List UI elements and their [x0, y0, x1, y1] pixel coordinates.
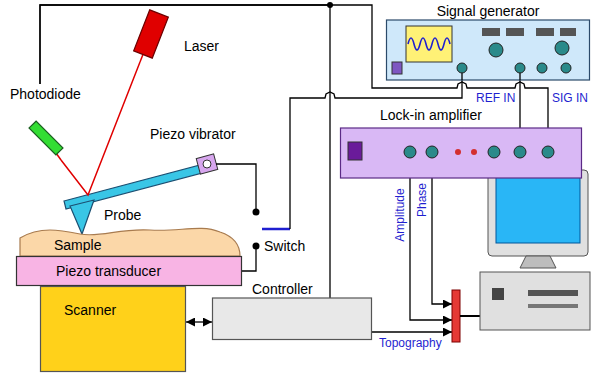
sine-wave [408, 38, 450, 50]
jack [488, 146, 500, 158]
monitor-stand [520, 256, 556, 268]
input-port-bar [452, 290, 460, 342]
power-button [392, 62, 402, 74]
knob [489, 43, 503, 57]
piezo-vibrator [196, 154, 218, 174]
amplitude-wire [410, 178, 452, 320]
switch-blade [262, 228, 290, 231]
instrument-case [341, 128, 582, 178]
jack [426, 146, 438, 158]
laser-label: Laser [184, 38, 219, 54]
switch-contact [253, 209, 260, 216]
monitor-screen [496, 177, 580, 243]
led [471, 149, 477, 155]
piezo-transducer: Piezo transducer [16, 256, 242, 286]
drive-slot [528, 304, 578, 308]
wire [186, 321, 212, 322]
jack [515, 63, 525, 73]
jack [537, 63, 547, 73]
button [482, 28, 500, 36]
part-label: Switch [264, 238, 305, 254]
probe-cantilever [64, 165, 202, 234]
port-label: REF IN [475, 91, 516, 105]
signal-generator-label: Signal generator [437, 3, 540, 19]
signal-label: Phase [415, 182, 429, 218]
jack [542, 146, 554, 158]
monitor [488, 170, 588, 256]
computer-icon [480, 170, 590, 330]
scanner-shape [40, 286, 186, 372]
photodiode-bar [29, 121, 63, 155]
input-lead [329, 280, 330, 298]
screen [406, 26, 452, 62]
vibrator-wire [216, 164, 256, 212]
sample: Sample [20, 220, 240, 256]
button [506, 28, 524, 36]
transducer-bar [17, 257, 242, 286]
jack [404, 146, 416, 158]
topography-wire [372, 331, 452, 332]
part-label: Piezo vibrator [150, 126, 236, 142]
sample-shape [20, 220, 240, 256]
lock-in-amplifier-label: Lock-in amplifier [380, 107, 482, 123]
sample-label: Sample [54, 237, 101, 253]
power-button [492, 288, 504, 300]
scanner-label: Scanner [64, 302, 116, 318]
led [455, 149, 461, 155]
laser: Laser [128, 8, 228, 62]
drive-slot [528, 290, 578, 296]
controller: Controller [212, 280, 372, 340]
photodiode: Photodiode [6, 84, 98, 160]
vibrator-body [196, 154, 218, 174]
laser-beam [61, 62, 140, 195]
piezo-transducer-label: Piezo transducer [56, 263, 161, 279]
controller-case [213, 298, 372, 340]
computer-case [480, 272, 590, 330]
phase-wire [432, 178, 452, 304]
computer-cable [460, 315, 480, 317]
controller-label: Controller [252, 281, 313, 297]
jack [561, 63, 571, 73]
jack [514, 146, 526, 158]
signal-label: Topography [378, 336, 443, 350]
scanner-block [41, 287, 186, 372]
wire [519, 80, 520, 106]
power-button [348, 142, 362, 160]
scanner: Scanner [40, 286, 186, 372]
vibrator-contact [203, 160, 211, 168]
photodiode-label: Photodiode [10, 86, 81, 102]
instrument-case [387, 20, 590, 80]
jack [457, 63, 467, 73]
button [536, 28, 554, 36]
port-label: SIG IN [551, 91, 589, 105]
sample-shape [20, 228, 240, 256]
probe-tip [70, 200, 94, 234]
lock-in-amplifier: Lock-in amplifier [340, 106, 582, 178]
part-label: Probe [104, 207, 141, 223]
button [560, 28, 576, 36]
laser-body [134, 10, 169, 58]
knob [555, 41, 569, 55]
signal-generator: Signal generator [386, 2, 590, 80]
signal-label: Amplitude [393, 187, 407, 242]
